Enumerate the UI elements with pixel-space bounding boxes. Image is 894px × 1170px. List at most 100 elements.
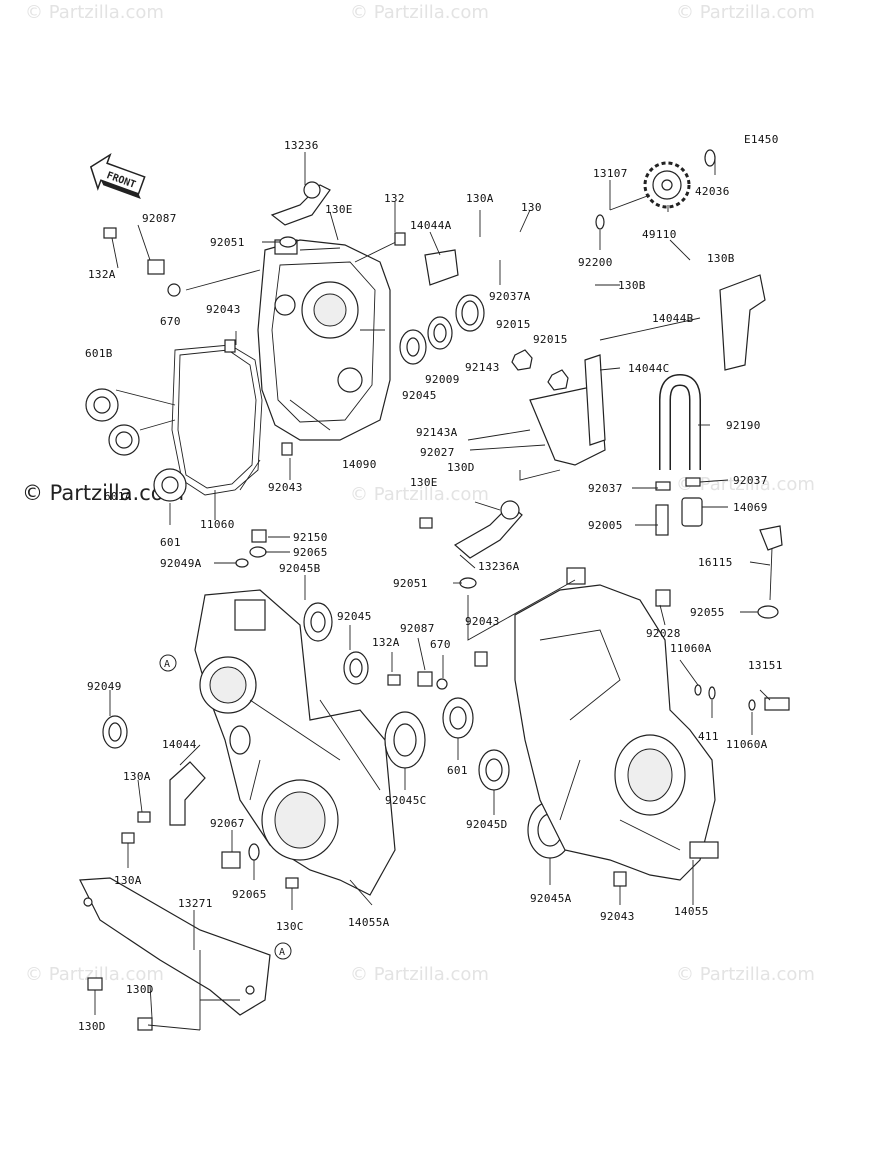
- front-arrow-icon: FRONT: [89, 152, 146, 199]
- label-92143a: 92143A: [416, 426, 458, 439]
- label-13236: 13236: [284, 139, 319, 152]
- label-670-upper: 670: [160, 315, 181, 328]
- watermark-top-right: © Partzilla.com: [676, 2, 815, 23]
- label-92045d: 92045D: [466, 818, 508, 831]
- label-14069: 14069: [733, 501, 768, 514]
- label-92043-mid: 92043: [465, 615, 500, 628]
- bracket-14044c: [529, 354, 606, 466]
- label-92190: 92190: [726, 419, 761, 432]
- label-14044: 14044: [162, 738, 197, 751]
- nut-92015a: [511, 349, 533, 371]
- label-130a-upper: 130A: [466, 192, 494, 205]
- label-130e-mid: 130E: [410, 476, 438, 489]
- bolt-130a-2: [121, 832, 135, 844]
- label-92028: 92028: [646, 627, 681, 640]
- watermark-top-center: © Partzilla.com: [350, 2, 489, 23]
- bearing-92045b: [303, 602, 333, 642]
- label-11060a-bottom: 11060A: [726, 738, 768, 751]
- label-92027: 92027: [420, 446, 455, 459]
- gasket-11060a-1: [694, 684, 702, 696]
- label-130d-upper: 130D: [447, 461, 475, 474]
- svg-text:A: A: [164, 659, 170, 670]
- bearing-601a: [108, 424, 140, 456]
- washer-411: [708, 686, 716, 700]
- fitting-92005: [655, 504, 669, 536]
- bolt-130a-1: [137, 811, 151, 823]
- label-13271: 13271: [178, 897, 213, 910]
- label-92087-upper: 92087: [142, 212, 177, 225]
- watermark-bottom-left: © Partzilla.com: [25, 964, 164, 985]
- lever-13236: [270, 181, 331, 226]
- label-92065-upper: 92065: [293, 546, 328, 559]
- bracket-14044: [169, 761, 206, 826]
- label-14090: 14090: [342, 458, 377, 471]
- plug-92067: [221, 851, 241, 869]
- label-92049: 92049: [87, 680, 122, 693]
- watermark-bottom-right: © Partzilla.com: [676, 964, 815, 985]
- label-14044c: 14044C: [628, 362, 670, 375]
- nut-92015b: [547, 369, 569, 391]
- label-92051-upper: 92051: [210, 236, 245, 249]
- washer-92200: [595, 214, 605, 230]
- bolt-132: [354, 232, 406, 263]
- label-132: 132: [384, 192, 405, 205]
- diagram-code: E1450: [744, 133, 779, 146]
- part-labels: 13236 92087 132A 92051 130E 132 14044A 1…: [78, 139, 782, 1033]
- ref-marker-a-bottom: A: [274, 942, 292, 960]
- watermarks: © Partzilla.com © Partzilla.com © Partzi…: [22, 2, 815, 985]
- ref-marker-a-left: A: [159, 654, 177, 672]
- label-92043-upper-2: 92043: [268, 481, 303, 494]
- svg-text:A: A: [279, 947, 285, 958]
- pin-92043-lower-right: [613, 871, 627, 887]
- washer-92051-upper: [279, 236, 297, 248]
- bearing-92045-upper: [399, 329, 427, 365]
- label-11060a-top: 11060A: [670, 642, 712, 655]
- label-14044a: 14044A: [410, 219, 452, 232]
- pin-92043-mid: [474, 651, 488, 667]
- label-601a: 601A: [104, 490, 132, 503]
- bolt-132a-mid: [387, 674, 401, 686]
- seal-92049: [102, 715, 128, 749]
- label-92037a: 92037A: [489, 290, 531, 303]
- label-92009: 92009: [425, 373, 460, 386]
- label-92045a: 92045A: [530, 892, 572, 905]
- seal-92143: [455, 294, 485, 332]
- sensor-13151: [764, 697, 790, 711]
- label-132a-mid: 132A: [372, 636, 400, 649]
- bolt-130d-2: [137, 1017, 153, 1031]
- case-cover-14090: [257, 239, 391, 441]
- seal-92009: [427, 316, 453, 350]
- bolt-132a-upper: [103, 227, 117, 239]
- label-92045-upper: 92045: [402, 389, 437, 402]
- label-92067: 92067: [210, 817, 245, 830]
- label-92150: 92150: [293, 531, 328, 544]
- label-92043-upper: 92043: [206, 303, 241, 316]
- label-130d-right: 130D: [126, 983, 154, 996]
- bearing-92045c: [384, 711, 426, 769]
- label-92051-mid: 92051: [393, 577, 428, 590]
- crankcase-14055a: [194, 589, 396, 896]
- shaft-13107: [609, 194, 651, 211]
- gear-49110: [643, 161, 691, 209]
- bearing-601b: [85, 388, 119, 422]
- bearing-601-mid: [442, 697, 474, 739]
- washer-92065-upper: [249, 546, 267, 558]
- label-92043-lower: 92043: [600, 910, 635, 923]
- label-130-upper: 130: [521, 201, 542, 214]
- plug-92087-upper: [147, 259, 165, 275]
- bearing-92045d: [478, 749, 510, 791]
- label-670-mid: 670: [430, 638, 451, 651]
- clamp-92037-left: [655, 481, 671, 491]
- label-92037-left: 92037: [588, 482, 623, 495]
- label-601-upper: 601: [160, 536, 181, 549]
- label-411: 411: [698, 730, 719, 743]
- label-92055: 92055: [690, 606, 725, 619]
- bolt-130d-1: [87, 977, 103, 991]
- label-130e-upper: 130E: [325, 203, 353, 216]
- guard-13271: [79, 877, 271, 1016]
- label-49110: 49110: [642, 228, 677, 241]
- bolt-130e-mid: [419, 517, 433, 529]
- label-130d-left: 130D: [78, 1020, 106, 1033]
- watermark-top-left: © Partzilla.com: [25, 2, 164, 23]
